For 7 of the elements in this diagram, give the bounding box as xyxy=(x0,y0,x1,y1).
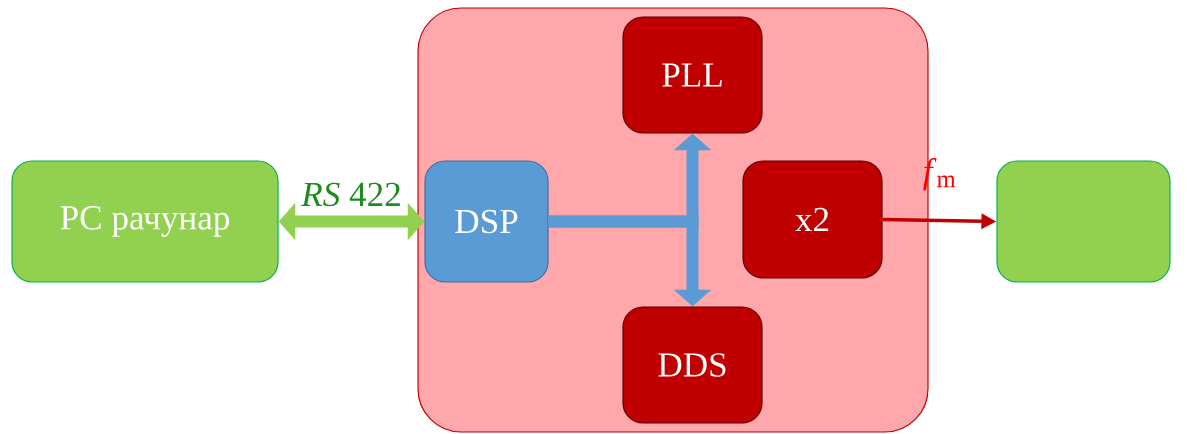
process-box: x2 xyxy=(742,160,883,279)
process-box: PLL xyxy=(622,16,763,134)
process-box: PC рачунар xyxy=(11,160,279,283)
process-box xyxy=(996,160,1171,283)
edge-label: RS 422 xyxy=(301,182,400,207)
process-box: DSP xyxy=(424,160,549,283)
process-box: DDS xyxy=(622,306,763,424)
